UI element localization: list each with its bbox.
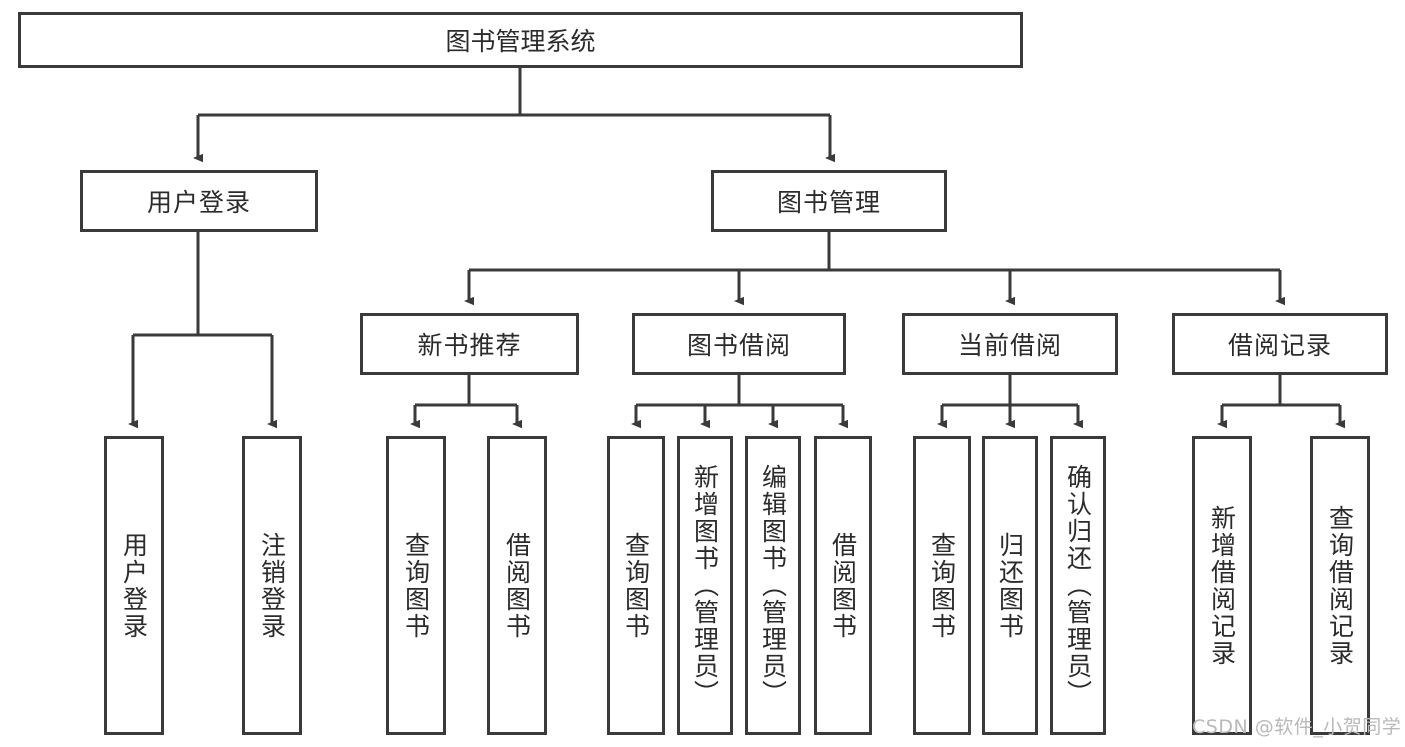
leaf-borrow-book-recommend[interactable]: 借阅图书 (487, 436, 547, 735)
node-book-borrow[interactable]: 图书借阅 (632, 313, 846, 375)
node-borrow-record-label: 借阅记录 (1227, 331, 1332, 360)
csdn-watermark: CSDN @软件_小贺同学 (1192, 716, 1402, 738)
node-root-label: 图书管理系统 (445, 27, 596, 56)
leaf-query-borrow-record[interactable]: 查询借阅记录 (1310, 436, 1370, 735)
leaf-logout[interactable]: 注销登录 (242, 436, 302, 735)
leaf-query-book-current-label: 查询图书 (927, 531, 957, 640)
leaf-logout-label: 注销登录 (257, 531, 287, 640)
leaf-borrow-book-label: 借阅图书 (828, 531, 858, 640)
leaf-borrow-book-recommend-label: 借阅图书 (502, 531, 532, 640)
leaf-edit-book-admin[interactable]: 编辑图书（管理员） (745, 436, 801, 735)
node-new-book-recommend-label: 新书推荐 (417, 331, 522, 360)
leaf-confirm-return-admin[interactable]: 确认归还（管理员） (1050, 436, 1106, 735)
leaf-query-book-recommend-label: 查询图书 (401, 531, 431, 640)
leaf-return-book-label: 归还图书 (995, 531, 1025, 640)
node-user-login[interactable]: 用户登录 (80, 170, 318, 232)
leaf-query-book-current[interactable]: 查询图书 (913, 436, 971, 735)
leaf-add-book-admin-label: 新增图书（管理员） (690, 464, 720, 707)
leaf-query-book-recommend[interactable]: 查询图书 (386, 436, 446, 735)
leaf-query-borrow-record-label: 查询借阅记录 (1325, 504, 1355, 667)
node-book-management[interactable]: 图书管理 (711, 170, 947, 232)
leaf-query-book-borrow[interactable]: 查询图书 (607, 436, 665, 735)
node-new-book-recommend[interactable]: 新书推荐 (360, 313, 579, 375)
node-user-login-label: 用户登录 (146, 188, 251, 217)
leaf-borrow-book[interactable]: 借阅图书 (814, 436, 872, 735)
leaf-return-book[interactable]: 归还图书 (982, 436, 1038, 735)
leaf-confirm-return-admin-label: 确认归还（管理员） (1063, 464, 1093, 707)
leaf-user-login[interactable]: 用户登录 (104, 436, 164, 735)
node-borrow-record[interactable]: 借阅记录 (1172, 313, 1388, 375)
leaf-add-book-admin[interactable]: 新增图书（管理员） (677, 436, 733, 735)
leaf-query-book-borrow-label: 查询图书 (621, 531, 651, 640)
leaf-user-login-label: 用户登录 (119, 531, 149, 640)
leaf-edit-book-admin-label: 编辑图书（管理员） (758, 464, 788, 707)
node-current-borrow[interactable]: 当前借阅 (902, 313, 1118, 375)
node-current-borrow-label: 当前借阅 (957, 331, 1062, 360)
leaf-add-borrow-record[interactable]: 新增借阅记录 (1192, 436, 1252, 735)
node-book-borrow-label: 图书借阅 (686, 331, 791, 360)
leaf-add-borrow-record-label: 新增借阅记录 (1207, 504, 1237, 667)
node-root[interactable]: 图书管理系统 (18, 12, 1023, 68)
node-book-management-label: 图书管理 (776, 188, 881, 217)
